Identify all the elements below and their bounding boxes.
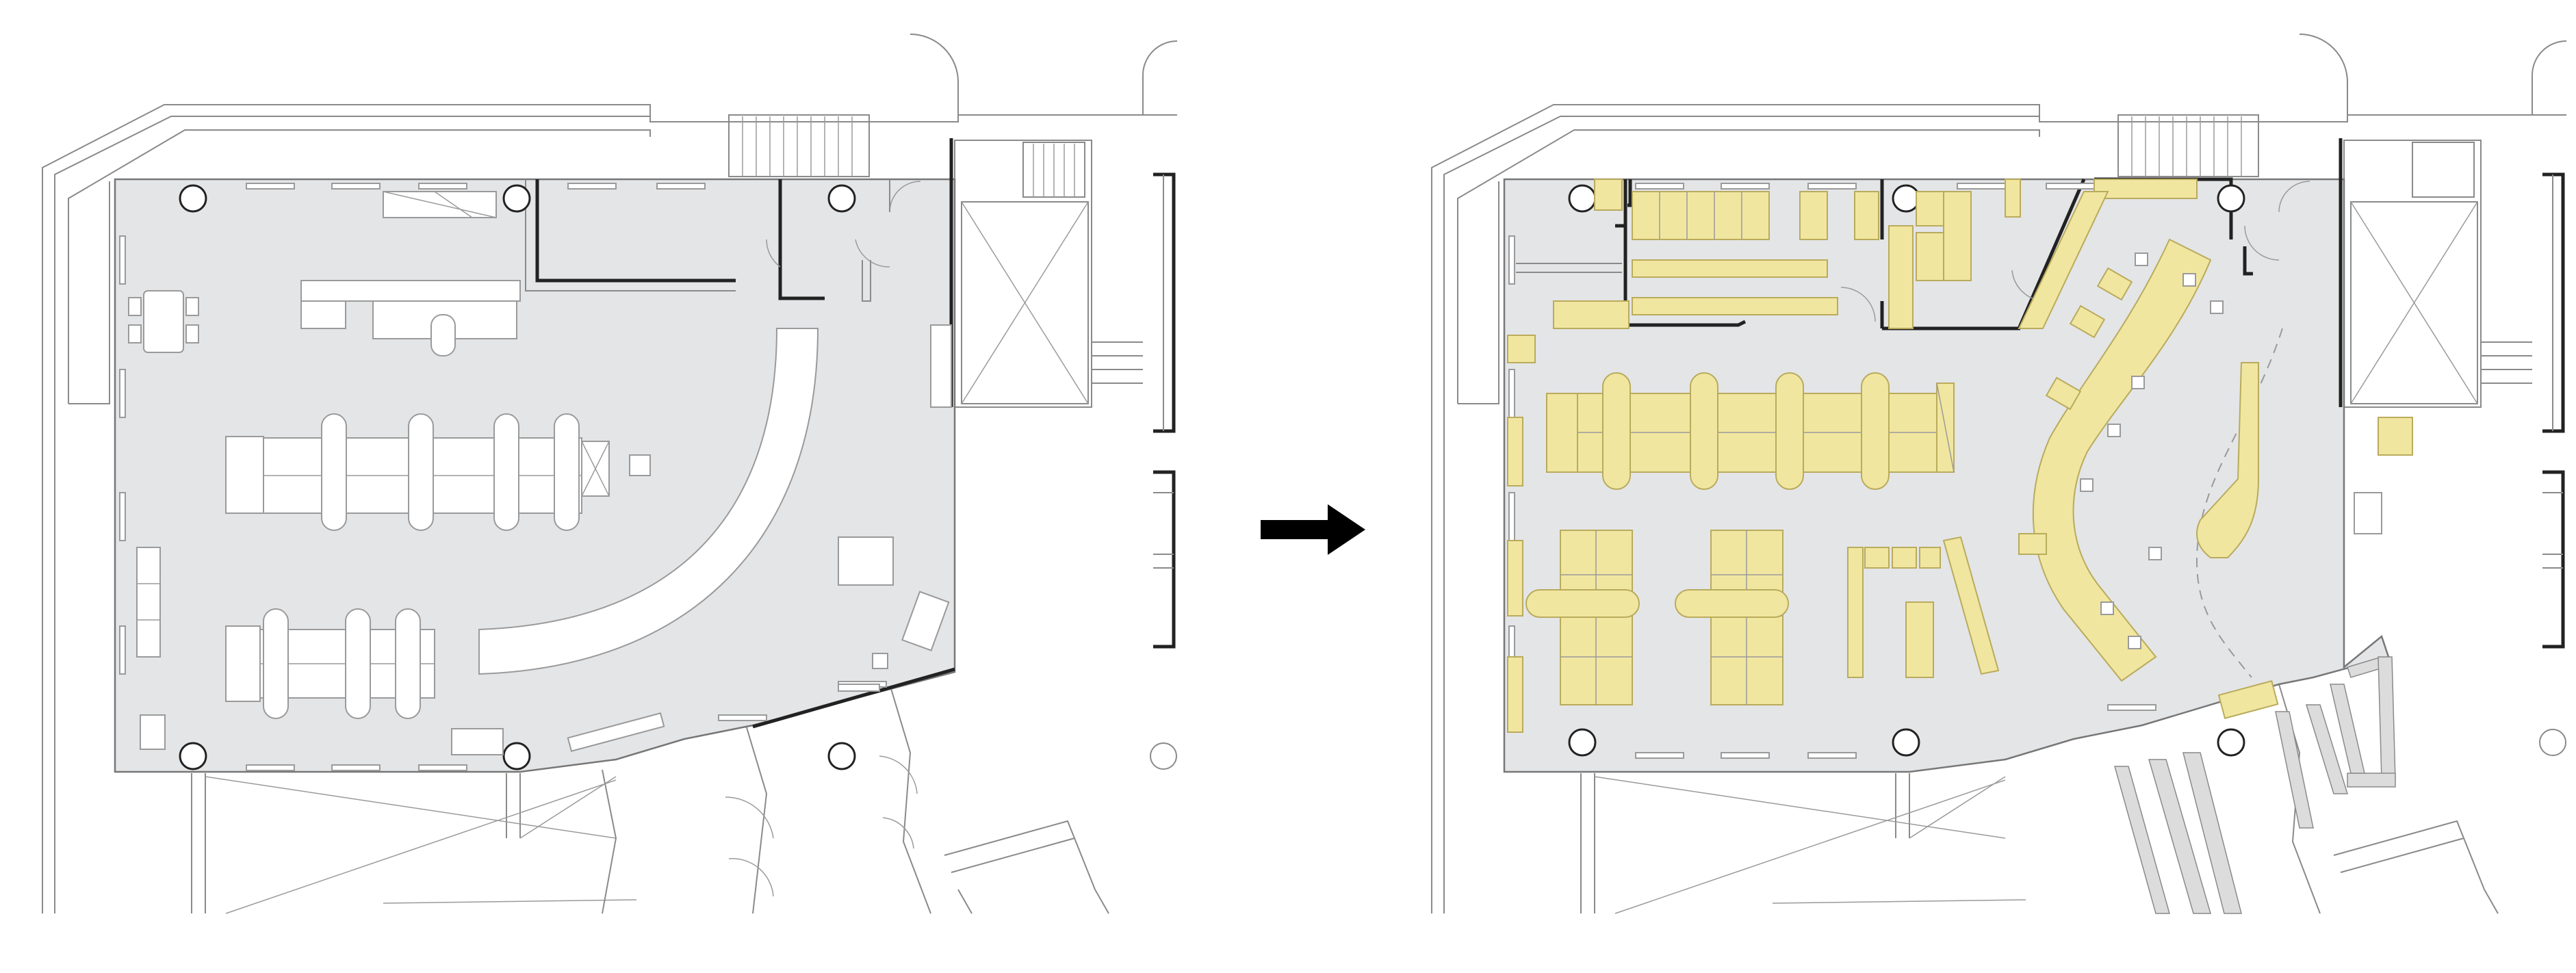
existing-furniture	[128, 191, 950, 755]
structural-columns-after	[1568, 184, 2566, 757]
stair-treads-2	[1033, 144, 1075, 197]
building-outline-after	[1431, 34, 2567, 914]
structural-columns	[179, 184, 1177, 770]
walls	[525, 138, 955, 729]
stair-treads-after	[2131, 116, 2242, 177]
plan-before	[42, 34, 1178, 914]
exterior-planters	[2114, 656, 2396, 914]
stair-treads	[742, 116, 853, 177]
arrow-right-icon	[1261, 504, 1365, 555]
proposed-furniture	[1507, 179, 2413, 733]
window-strips	[119, 183, 887, 771]
plan-after	[1431, 34, 2567, 914]
building-outline	[42, 34, 1178, 914]
